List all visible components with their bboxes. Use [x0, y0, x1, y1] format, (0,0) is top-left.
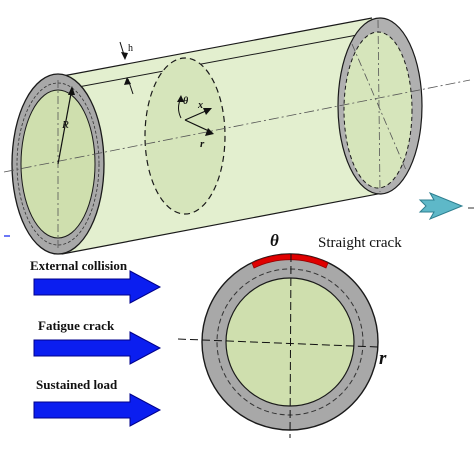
pipe-near-end-mid — [16, 82, 100, 246]
cross-section-vertical-axis — [289, 253, 292, 439]
thickness-arrowhead-bottom — [124, 77, 131, 85]
load-arrow-sustained-load — [33, 393, 162, 427]
thickness-label: h — [128, 43, 133, 54]
load-label-external-collision: External collision — [30, 258, 128, 273]
straight-crack-label: Straight crack — [318, 235, 402, 251]
axis-theta-arrowhead — [177, 95, 184, 102]
axis-x-label: x — [197, 100, 203, 111]
axis-r-arrowhead — [205, 128, 214, 136]
axis-theta-label: θ — [183, 96, 189, 107]
load-label-fatigue-crack: Fatigue crack — [38, 318, 115, 333]
axis-x-arrowhead — [203, 108, 212, 115]
cross-section-inner — [225, 277, 355, 407]
load-arrow-external-collision — [33, 270, 162, 304]
pipe-top-edge — [51, 17, 373, 79]
radius-arrow — [57, 87, 73, 165]
pipe-bottom-edge — [61, 192, 384, 255]
cross-section-theta-label: θ — [270, 231, 279, 250]
teal-arrow-shape — [418, 191, 464, 221]
cross-section-r-label: r — [379, 348, 387, 369]
axis-r-label: r — [200, 138, 205, 150]
cross-section-horizontal-axis — [177, 338, 379, 348]
radius-arrowhead — [68, 86, 75, 95]
load-arrow-fatigue-crack — [33, 331, 162, 365]
cross-section-view: θ r Straight crack — [177, 231, 402, 439]
loads-panel: External collision Fatigue crack Sustain… — [30, 258, 162, 427]
axis-r-line — [184, 119, 212, 133]
pipe-far-end-inner — [343, 31, 413, 189]
load-label-sustained-load: Sustained load — [36, 377, 118, 392]
axis-x-line — [184, 109, 209, 121]
pipe-axis — [3, 79, 471, 173]
thickness-arrowhead-top — [121, 52, 128, 60]
pipe-3d-view: R h x r θ — [3, 17, 471, 255]
pipe-inner-top-edge — [61, 32, 369, 91]
straight-crack — [251, 254, 329, 269]
teal-flow-arrow — [418, 191, 474, 221]
far-end-diagonal-axis — [351, 43, 407, 171]
radius-label: R — [61, 119, 69, 131]
